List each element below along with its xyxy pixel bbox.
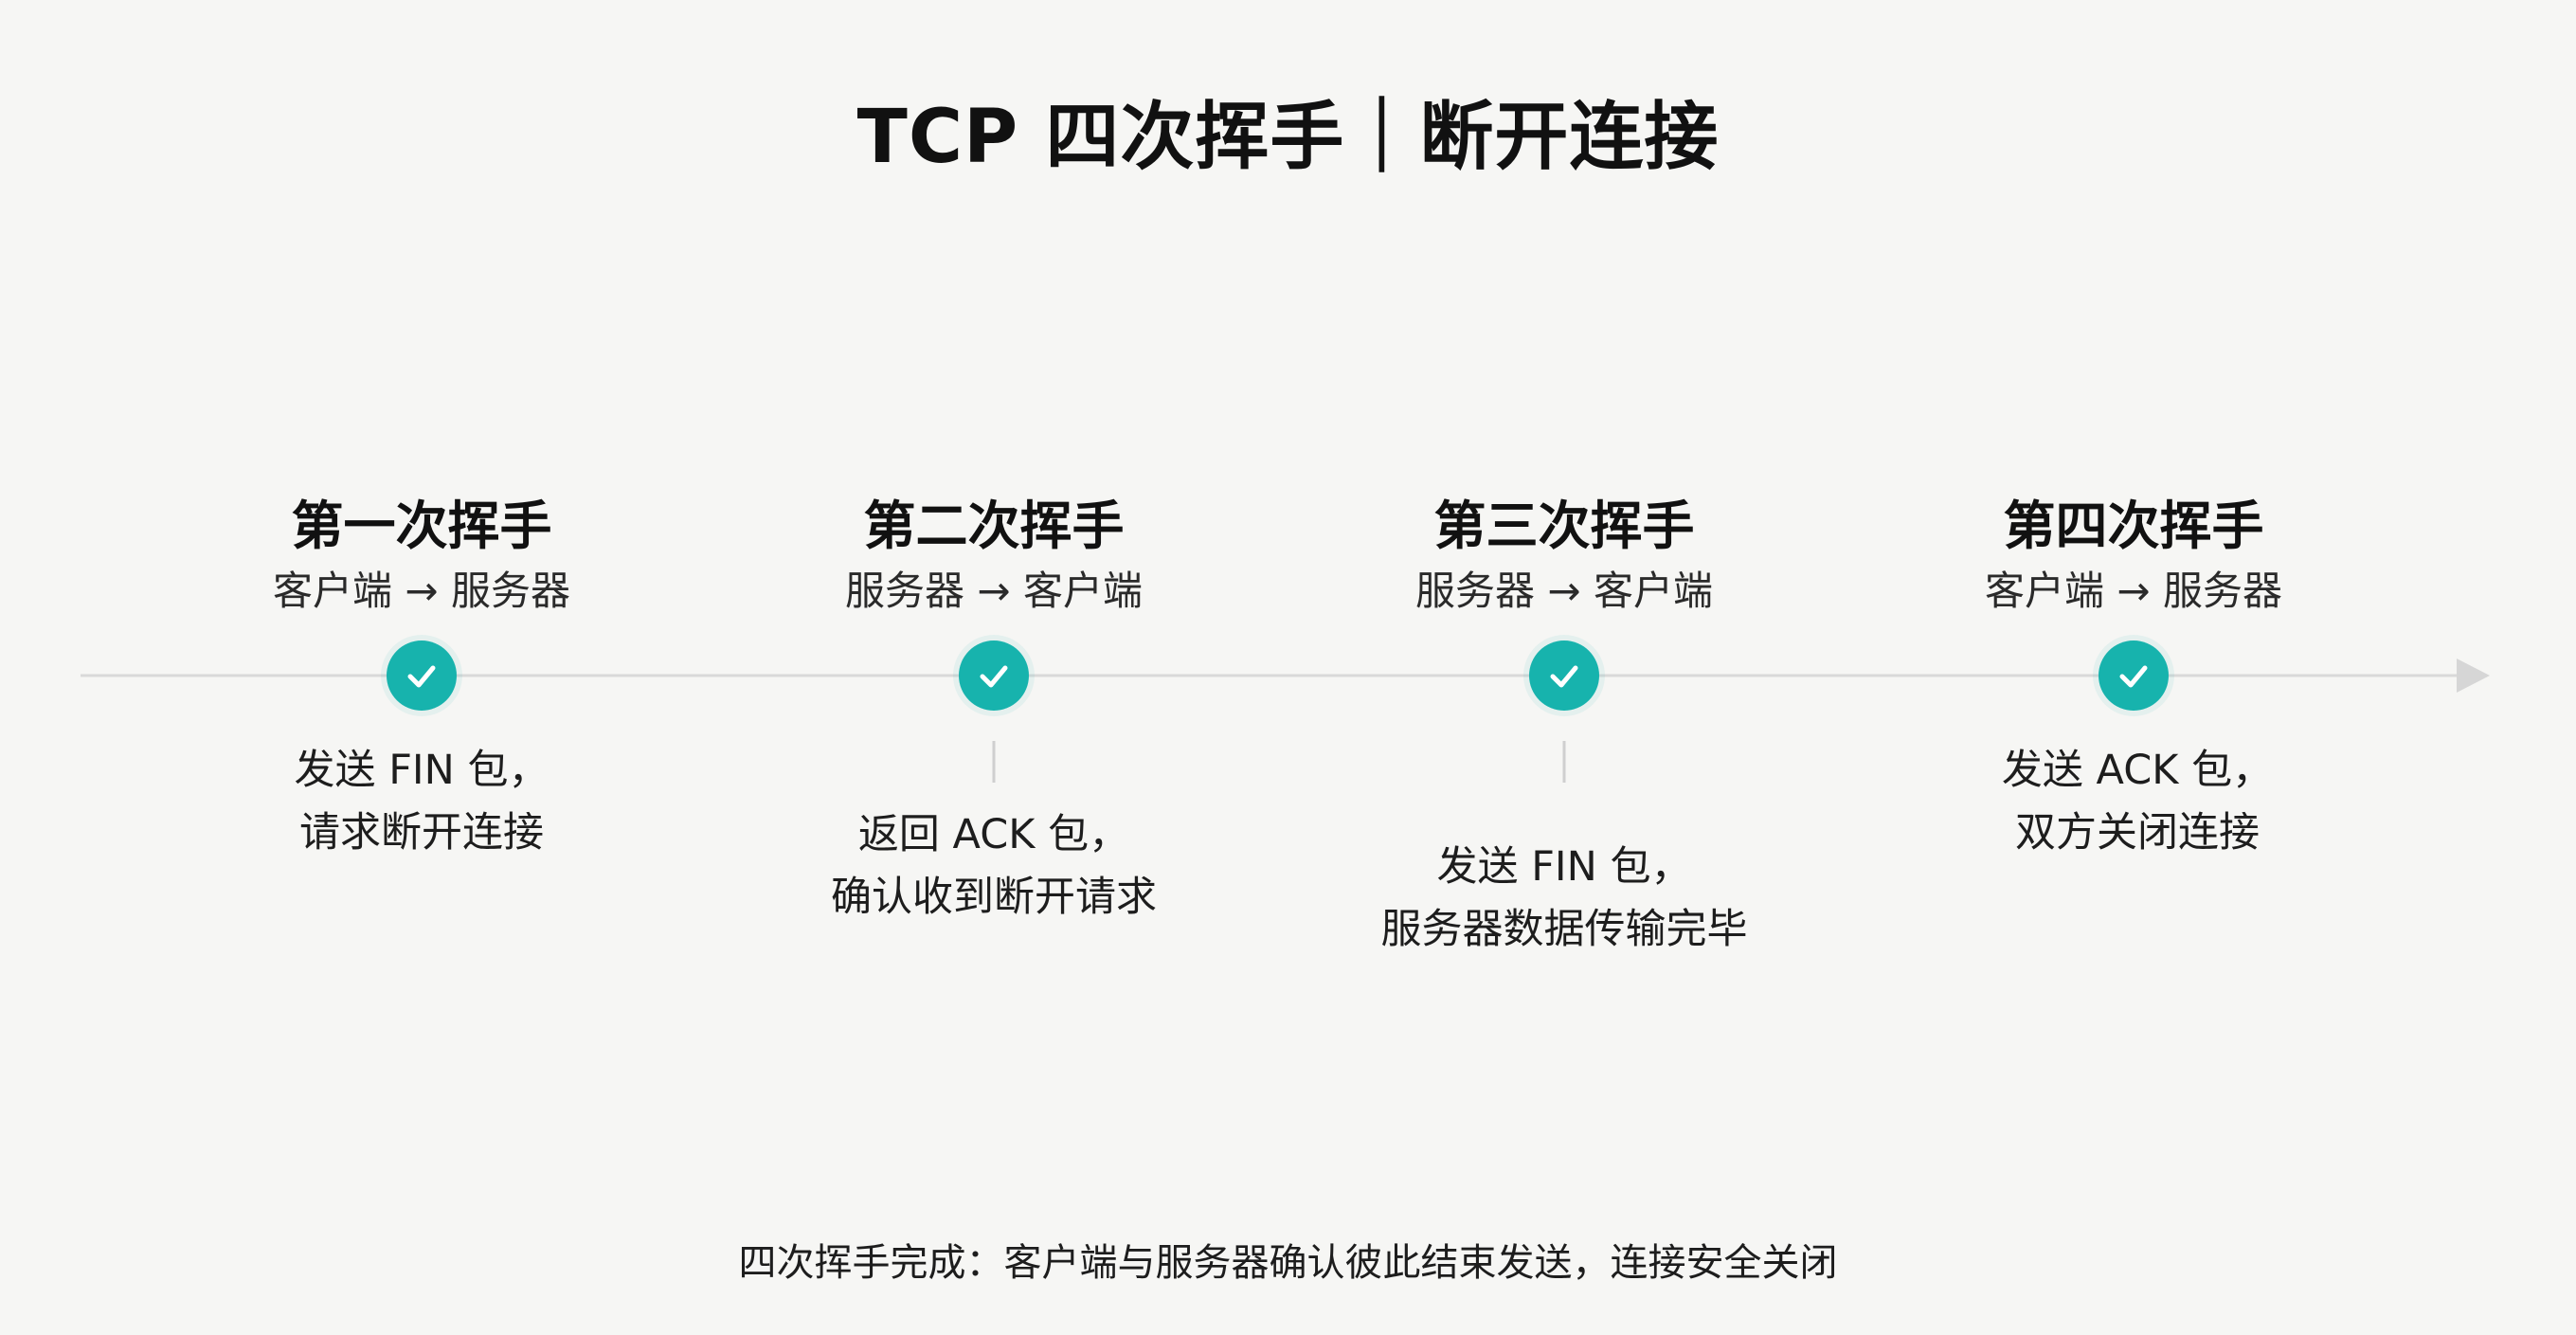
step-1-description: 发送 FIN 包， 请求断开连接 [137, 739, 706, 864]
step-3-desc-line-2: 服务器数据传输完毕 [1380, 906, 1748, 953]
step-3-header: 第三次挥手 服务器 → 客户端 [1280, 493, 1848, 620]
diagram-title: TCP 四次挥手｜断开连接 [856, 95, 1720, 180]
check-circle-icon [959, 640, 1029, 711]
step-2-direction: 服务器 → 客户端 [845, 568, 1143, 614]
step-3-description: 发送 FIN 包， 服务器数据传输完毕 [1280, 836, 1848, 961]
check-circle-icon [1529, 640, 1599, 711]
step-4-direction: 客户端 → 服务器 [1985, 568, 2282, 614]
timeline-arrowhead-icon [2457, 658, 2490, 693]
step-1-title: 第一次挥手 [291, 496, 552, 556]
step-4-header: 第四次挥手 客户端 → 服务器 [1849, 493, 2418, 620]
step-1-direction: 客户端 → 服务器 [273, 568, 570, 614]
step-3-desc-line-1: 发送 FIN 包， [1436, 843, 1692, 891]
step-2-desc-line-1: 返回 ACK 包， [857, 811, 1130, 858]
summary-footer: 四次挥手完成：客户端与服务器确认彼此结束发送，连接安全关闭 [738, 1241, 1838, 1285]
check-circle-icon [387, 640, 457, 711]
step-1-desc-line-2: 请求断开连接 [299, 809, 544, 857]
step-4-title: 第四次挥手 [2003, 496, 2264, 556]
step-1-desc-line-1: 发送 FIN 包， [294, 747, 549, 794]
check-circle-icon [2099, 640, 2169, 711]
step-2-desc-line-2: 确认收到断开请求 [831, 874, 1157, 921]
step-4-desc-line-1: 发送 ACK 包， [2001, 747, 2274, 794]
step-2-title: 第二次挥手 [863, 496, 1125, 556]
step-4-description: 发送 ACK 包， 双方关闭连接 [1853, 739, 2422, 864]
step-2-header: 第二次挥手 服务器 → 客户端 [710, 493, 1278, 620]
step-1-header: 第一次挥手 客户端 → 服务器 [137, 493, 706, 620]
step-3-direction: 服务器 → 客户端 [1415, 568, 1713, 614]
step-2-description: 返回 ACK 包， 确认收到断开请求 [710, 803, 1278, 929]
step-4-desc-line-2: 双方关闭连接 [2015, 809, 2260, 857]
step-3-title: 第三次挥手 [1433, 496, 1695, 556]
